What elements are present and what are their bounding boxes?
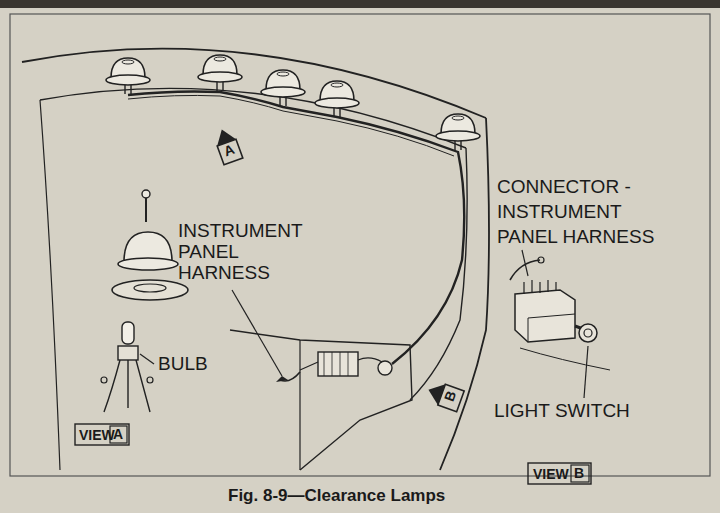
- part-label: CONNECTOR -INSTRUMENT PANEL HARNESS: [497, 174, 675, 249]
- figure-caption: Fig. 8-9—Clearance Lamps: [228, 485, 445, 506]
- part-label: INSTRUMENT PANEL HARNESS: [178, 220, 318, 283]
- view-tag: VIEW: [79, 426, 115, 444]
- view-tag: VIEW: [533, 465, 569, 483]
- part-label: BULB: [158, 353, 208, 374]
- view-tag-letter: A: [113, 425, 123, 443]
- part-label: LIGHT SWITCH: [494, 400, 630, 421]
- view-tag-letter: B: [574, 464, 584, 482]
